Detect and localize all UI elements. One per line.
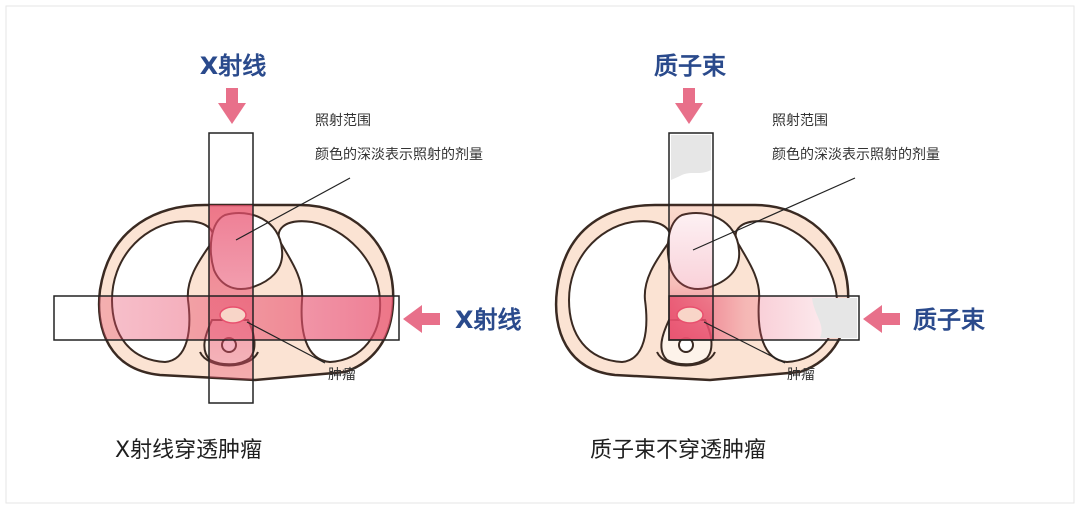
proton-irradiation-title: 照射范围 [772,112,828,129]
proton-tumor [676,306,704,324]
xray-panel: X射线 X射线 [53,52,522,463]
xray-side-label: X射线 [455,306,522,334]
outer-border [5,5,1075,504]
xray-irradiation-title: 照射范围 [315,112,371,129]
xray-side-arrow-icon [403,305,440,333]
proton-unirradiated-areas [671,135,857,338]
xray-caption: X射线穿透肿瘤 [115,438,262,463]
proton-panel: 质子束 质子束 [554,52,986,463]
proton-side-label: 质子束 [913,306,986,334]
proton-irradiation-desc: 颜色的深淡表示照射的剂量 [772,146,940,163]
proton-top-label: 质子束 [654,52,727,80]
proton-tumor-label: 肿瘤 [787,366,815,383]
xray-irradiation-leader [235,177,351,241]
proton-tumor-leader [703,321,786,364]
xray-tumor-leader [246,321,326,364]
proton-side-arrow-icon [863,305,900,333]
proton-caption: 质子束不穿透肿瘤 [590,438,766,463]
proton-irradiation-leader [692,177,856,251]
xray-tumor [219,306,247,324]
xray-horizontal-beam [53,295,400,341]
proton-horizontal-beam [668,295,860,341]
xray-vertical-beam [208,132,254,404]
proton-top-arrow-icon [675,88,703,124]
xray-top-label: X射线 [200,52,267,80]
xray-top-arrow-icon [218,88,246,124]
xray-tumor-label: 肿瘤 [328,366,356,383]
xray-irradiation-desc: 颜色的深淡表示照射的剂量 [315,146,483,163]
xray-dose-overlay [99,205,394,380]
